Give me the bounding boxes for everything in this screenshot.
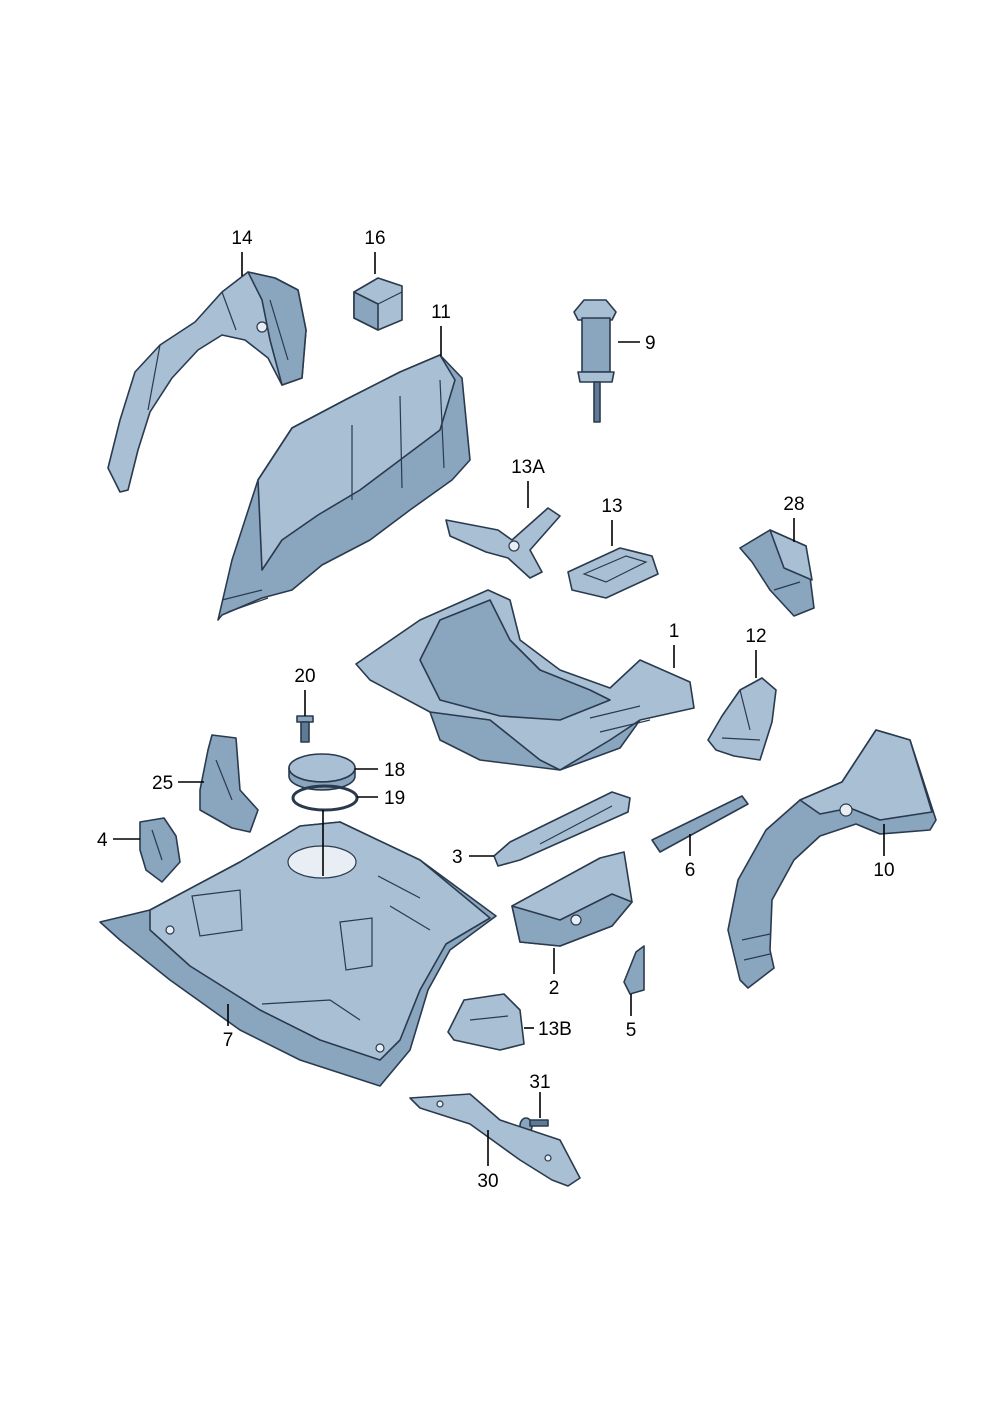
- part-5-bracket: [623, 945, 645, 995]
- callout-16: 16: [364, 228, 385, 249]
- part-10-wheelhouse-liner-right: [727, 729, 937, 989]
- callout-20: 20: [294, 666, 315, 687]
- callout-2: 2: [549, 978, 560, 999]
- part-7-floor-pan: [99, 821, 497, 1087]
- part-2-longitudinal-member: [511, 851, 633, 947]
- callout-28: 28: [783, 494, 804, 515]
- callout-18: 18: [384, 760, 405, 781]
- callout-9: 9: [645, 333, 656, 354]
- part-3-cross-member: [493, 791, 631, 867]
- part-11-side-trim: [217, 354, 471, 621]
- callout-13: 13: [601, 496, 622, 517]
- callout-labels: 14 16 11 9 13A 13 28 1 12 20 25 18 19 4 …: [97, 228, 895, 1192]
- part-4-bracket: [139, 817, 181, 883]
- callout-1: 1: [669, 621, 680, 642]
- callout-30: 30: [477, 1171, 498, 1192]
- part-28-bracket: [739, 529, 815, 617]
- part-13B-bracket: [447, 993, 525, 1051]
- callout-3: 3: [452, 847, 463, 868]
- part-18-plug: [288, 753, 356, 791]
- callout-31: 31: [529, 1072, 550, 1093]
- part-14-wheelhouse-liner-left: [107, 271, 307, 493]
- part-1-spare-wheel-well: [355, 589, 695, 771]
- part-19-seal-ring: [291, 784, 359, 812]
- part-16-bracket: [353, 277, 403, 331]
- callout-10: 10: [873, 860, 894, 881]
- leader-lines: [113, 252, 885, 1166]
- part-20-bolt: [296, 715, 314, 743]
- part-9-spare-wheel-bolt: [573, 299, 617, 423]
- callout-7: 7: [223, 1030, 234, 1051]
- part-13-pan: [567, 547, 659, 599]
- callout-13A: 13A: [511, 457, 545, 478]
- part-25-bracket: [199, 734, 259, 833]
- callout-5: 5: [626, 1020, 637, 1041]
- callout-13B: 13B: [538, 1019, 572, 1040]
- callout-14: 14: [231, 228, 253, 249]
- callout-6: 6: [685, 860, 696, 881]
- part-12-bracket: [707, 677, 777, 761]
- callout-19: 19: [384, 788, 405, 809]
- part-30-cross-bar: [409, 1093, 581, 1187]
- part-6-strip: [651, 795, 749, 853]
- callout-4: 4: [97, 830, 108, 851]
- part-13A-spider-bracket: [445, 507, 561, 579]
- callout-25: 25: [152, 773, 173, 794]
- callout-11: 11: [431, 302, 451, 323]
- callout-12: 12: [745, 626, 766, 647]
